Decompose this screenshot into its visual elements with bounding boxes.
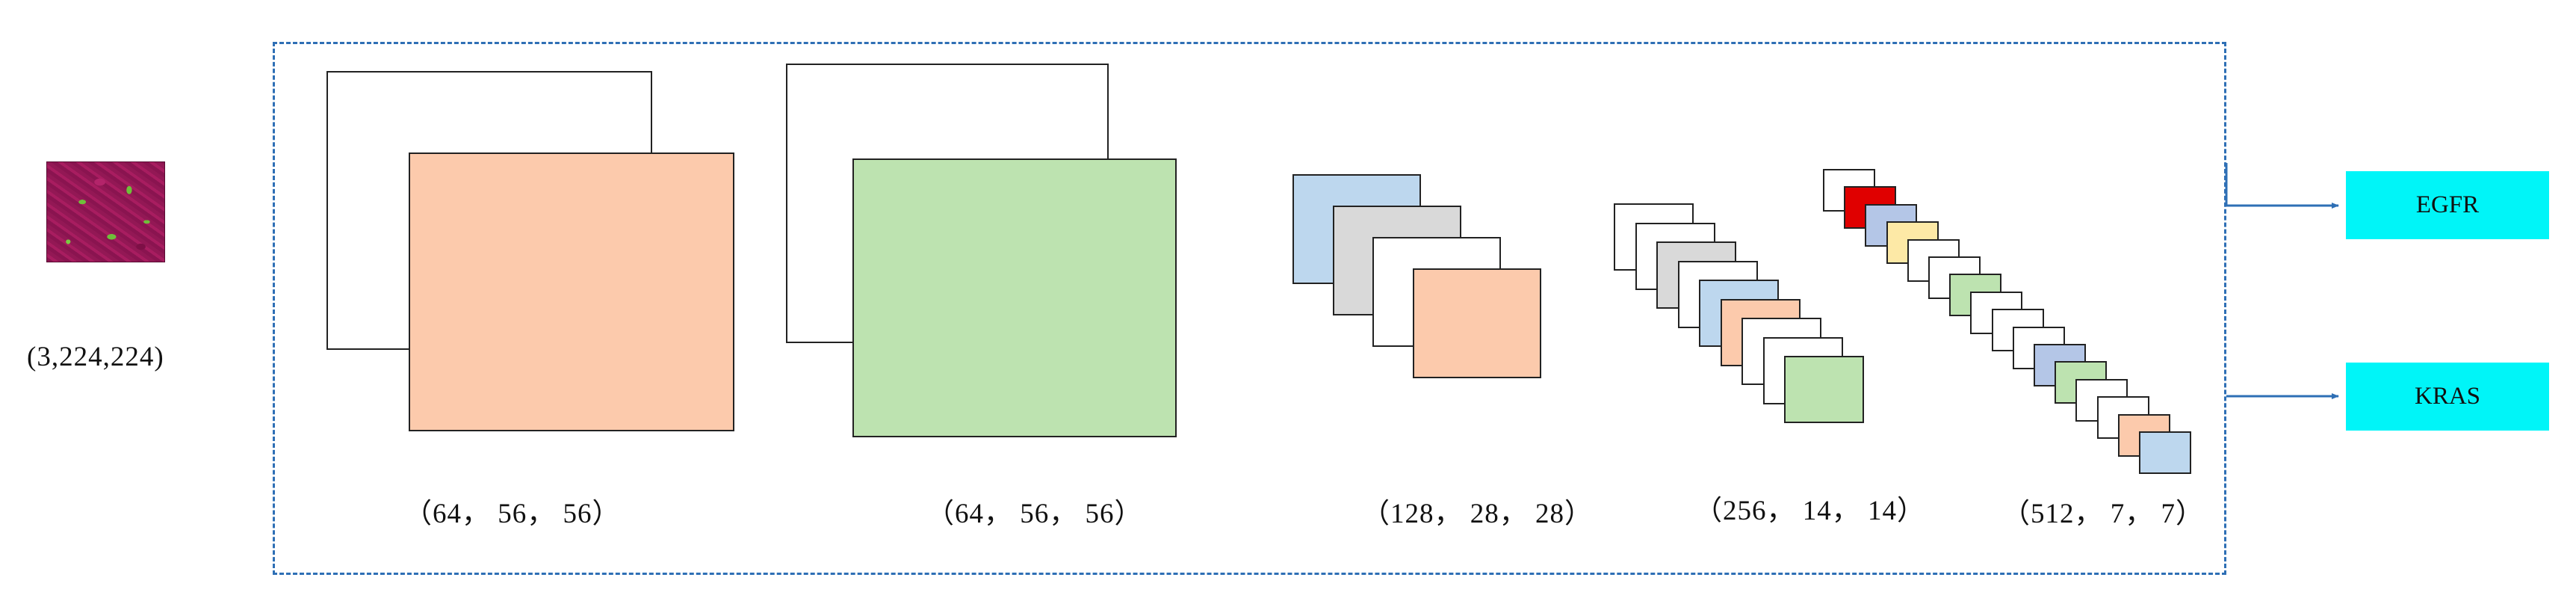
- input-tissue-image: [46, 161, 165, 262]
- stage4-shape-label: （256， 14， 14）: [1694, 496, 1925, 526]
- stage5-shape-label: （512， 7， 7）: [2002, 499, 2204, 529]
- network-frame: [273, 42, 2226, 575]
- stage3-shape-label: （128， 28， 28）: [1362, 499, 1593, 529]
- stage1-shape-label: （64， 56， 56）: [404, 499, 621, 529]
- stage2-shape-label: （64， 56， 56）: [926, 499, 1143, 529]
- stage5-map-16: [2139, 431, 2191, 474]
- egfr-arrow: [2225, 163, 2339, 209]
- stage2-front-map: [852, 158, 1177, 437]
- input-shape-label: (3,224,224): [27, 342, 164, 372]
- stage1-front-map: [409, 152, 734, 431]
- stage4-map-9: [1784, 356, 1864, 423]
- stage3-map-4: [1412, 268, 1541, 378]
- kras-output-box: KRAS: [2346, 363, 2549, 431]
- egfr-output-box: EGFR: [2346, 171, 2549, 239]
